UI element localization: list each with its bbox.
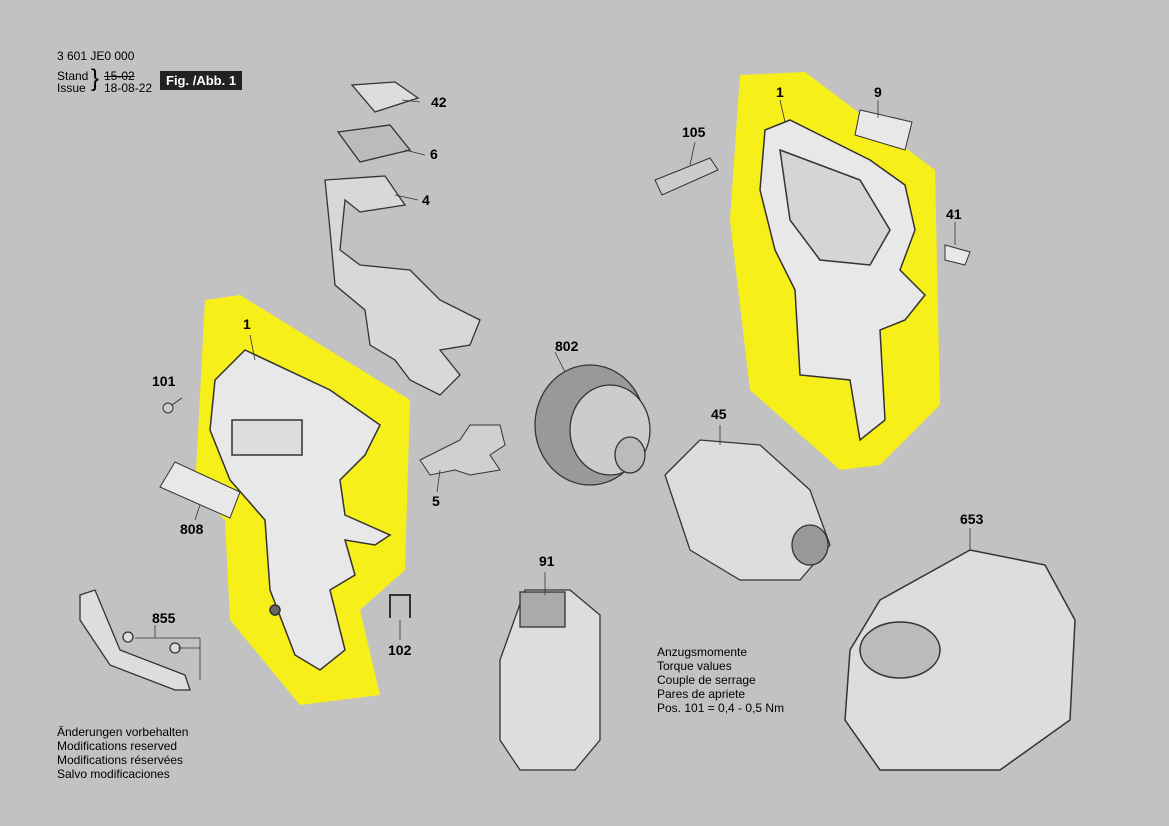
leader-lines (135, 99, 971, 680)
part-label-6: 6 (430, 146, 438, 162)
part-label-91: 91 (539, 553, 555, 569)
part-label-4: 4 (422, 192, 430, 208)
old-date: 15-02 (104, 69, 135, 83)
part-label-41: 41 (946, 206, 962, 222)
part-label-42: 42 (431, 94, 447, 110)
torque-line-3: Couple de serrage (657, 673, 756, 687)
stand-label: Stand (57, 69, 89, 83)
torque-line-5: Pos. 101 = 0,4 - 0,5 Nm (657, 701, 785, 715)
part-number: 3 601 JE0 000 (57, 49, 135, 63)
torque-line-4: Pares de apriete (657, 687, 746, 701)
clip-102 (389, 594, 411, 618)
modifications-note: Änderungen vorbehalten Modifications res… (57, 725, 188, 781)
issue-label: Issue (57, 81, 86, 95)
part-label-9: 9 (874, 84, 882, 100)
part-label-855: 855 (152, 610, 176, 626)
cover-105 (654, 157, 719, 196)
part-label-102: 102 (388, 642, 412, 658)
label-9 (854, 109, 913, 151)
mods-line-4: Salvo modificaciones (57, 767, 170, 781)
mods-line-1: Änderungen vorbehalten (57, 725, 189, 739)
mods-line-3: Modifications réservées (57, 753, 184, 767)
housing-half-right (759, 119, 927, 442)
label-808 (159, 461, 241, 519)
part-label-101: 101 (152, 373, 176, 389)
part-label-1-right: 1 (776, 84, 784, 100)
part-label-808: 808 (180, 521, 204, 537)
motor-802 (534, 364, 651, 486)
brace-glyph: } (91, 65, 100, 92)
part-label-802: 802 (555, 338, 579, 354)
torque-line-2: Torque values (657, 659, 732, 673)
label-41 (944, 244, 971, 266)
torque-values: Anzugsmomente Torque values Couple de se… (657, 645, 784, 715)
housing-half-left (209, 349, 392, 671)
new-date: 18-08-22 (104, 81, 153, 95)
part-label-653: 653 (960, 511, 984, 527)
charger-653 (844, 549, 1076, 771)
switch-board-assembly (324, 81, 481, 396)
mods-line-2: Modifications reserved (57, 739, 178, 753)
torque-line-1: Anzugsmomente (657, 645, 748, 659)
part-label-5: 5 (432, 493, 440, 509)
battery-91 (499, 589, 601, 771)
part-label-45: 45 (711, 406, 727, 422)
part-label-1-left: 1 (243, 316, 251, 332)
trigger-5 (419, 424, 506, 476)
figure-badge: Fig. /Abb. 1 (160, 71, 243, 90)
gearbox-45 (664, 439, 831, 581)
part-label-105: 105 (682, 124, 706, 140)
screw-101 (162, 397, 183, 414)
belt-clip-855 (79, 589, 191, 691)
